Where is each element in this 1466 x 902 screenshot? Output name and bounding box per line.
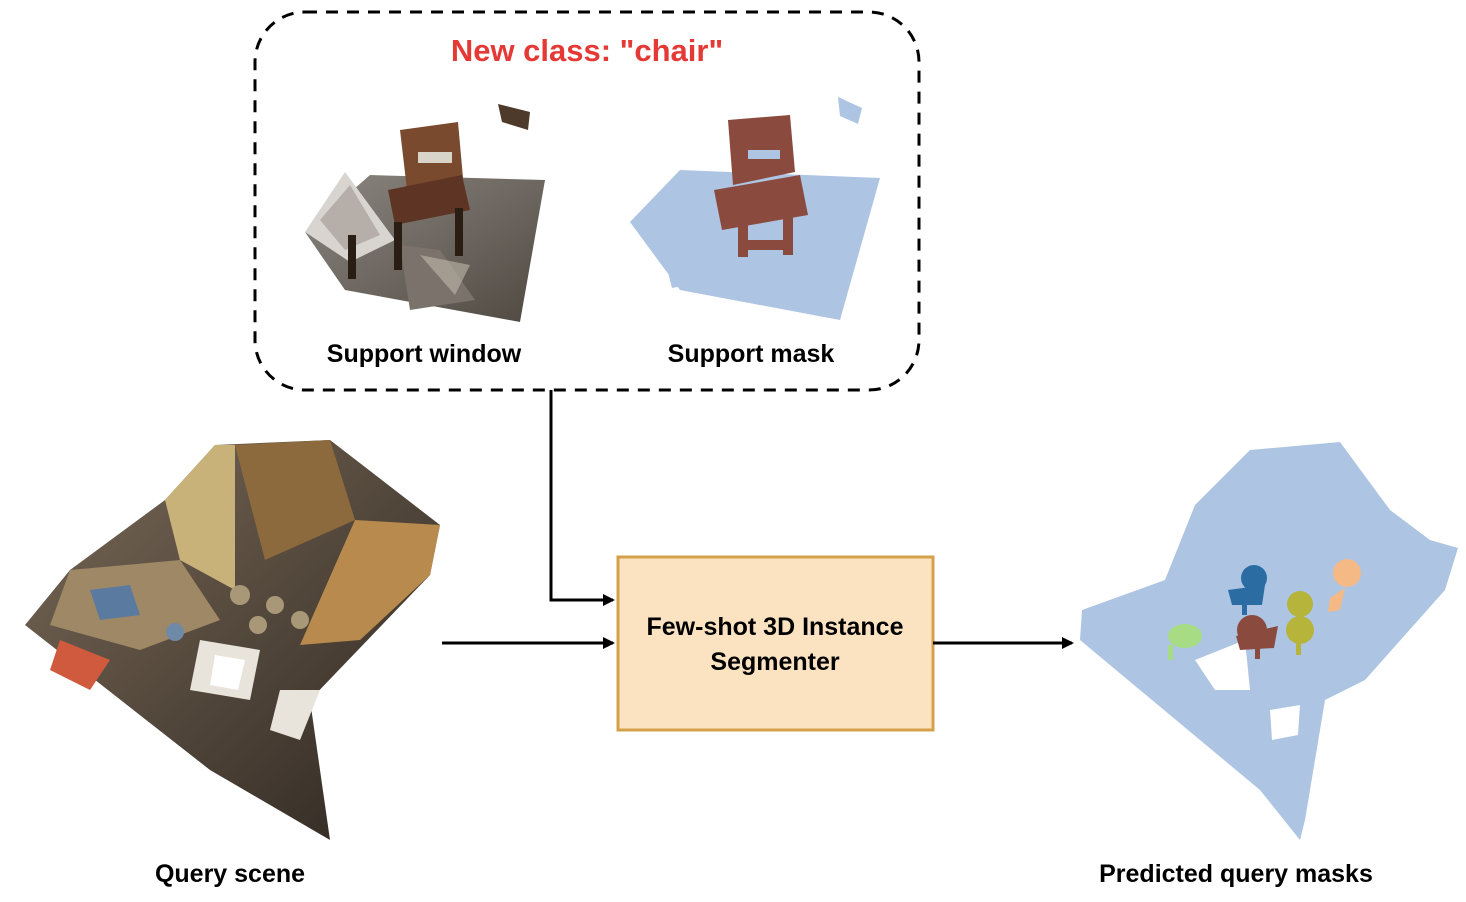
predicted-masks-image <box>1080 442 1458 840</box>
support-group-box <box>253 10 921 392</box>
instance-olive <box>1286 591 1314 655</box>
support-window-label: Support window <box>327 340 522 368</box>
segmenter-box <box>616 555 935 732</box>
support-to-segmenter-arrow <box>549 390 615 606</box>
query-scene-image <box>25 440 440 840</box>
query-scene-label: Query scene <box>155 860 305 888</box>
instance-orange <box>1328 559 1361 612</box>
support-mask-label: Support mask <box>668 340 835 368</box>
support-mask-image <box>630 97 880 320</box>
support-window-image <box>305 104 545 322</box>
instance-blue <box>1228 565 1267 615</box>
segmenter-label-line1: Few-shot 3D Instance <box>647 613 904 641</box>
support-group-title: New class: "chair" <box>451 33 723 68</box>
instance-green <box>1168 624 1202 660</box>
instance-brown <box>1236 615 1278 659</box>
predicted-masks-label: Predicted query masks <box>1099 860 1373 888</box>
segmenter-label-line2: Segmenter <box>710 648 839 676</box>
